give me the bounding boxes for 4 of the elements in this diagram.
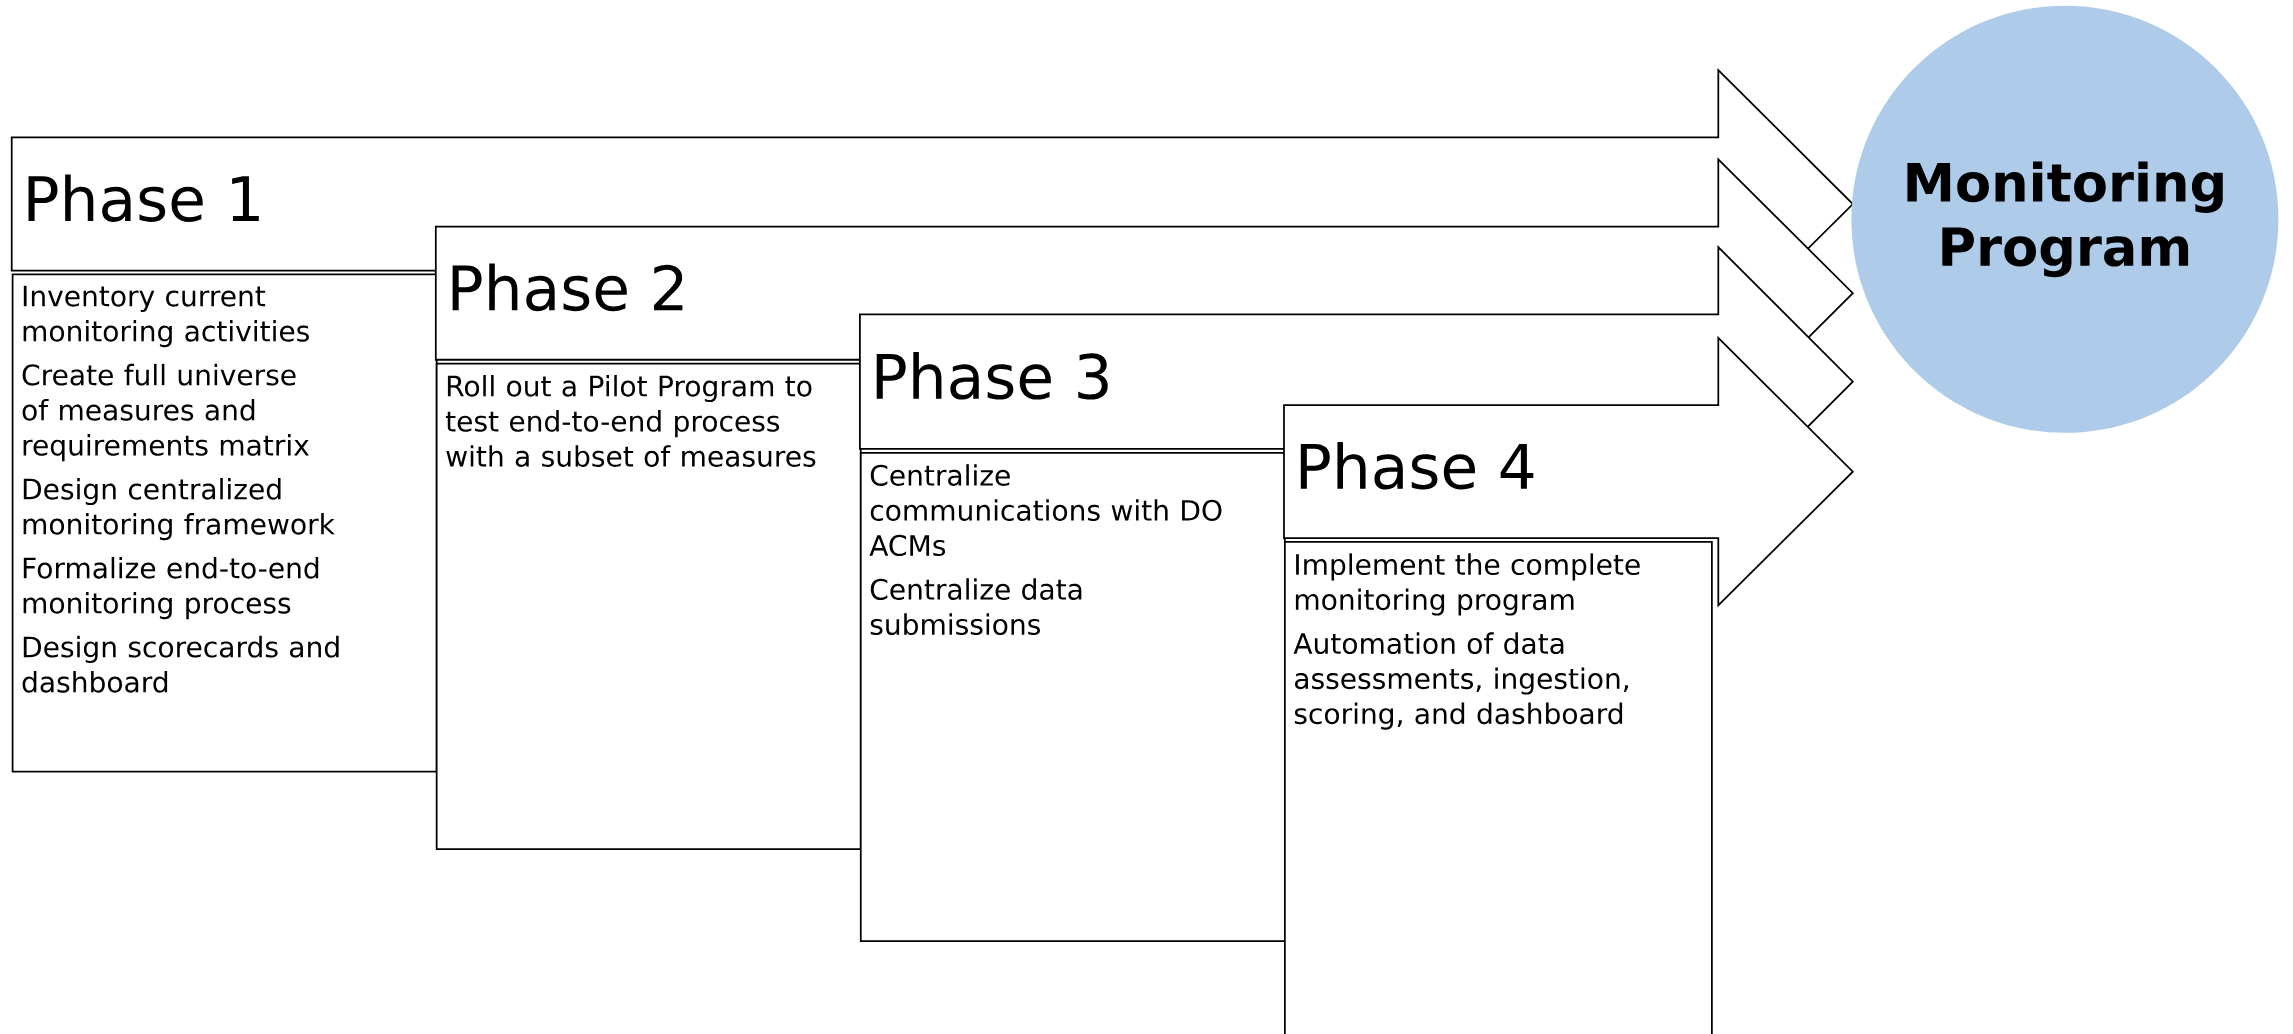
task-box: Implement the complete monitoring program Automation of data assessments, ingestion, scoring, and dashboard xyxy=(1284,541,1713,1034)
task-box: Roll out a Pilot Program to test end-to-end process with a subset of measures xyxy=(435,362,862,850)
task-box: Centralize communications with DO ACMs Centralize data submissions xyxy=(859,451,1286,943)
task-box: Inventory current monitoring activities Create full universe of measures and requirements matrix Design centralized monitoring framework Formalize end-to-end monitoring process Design scorecards and dashboard xyxy=(11,273,438,773)
